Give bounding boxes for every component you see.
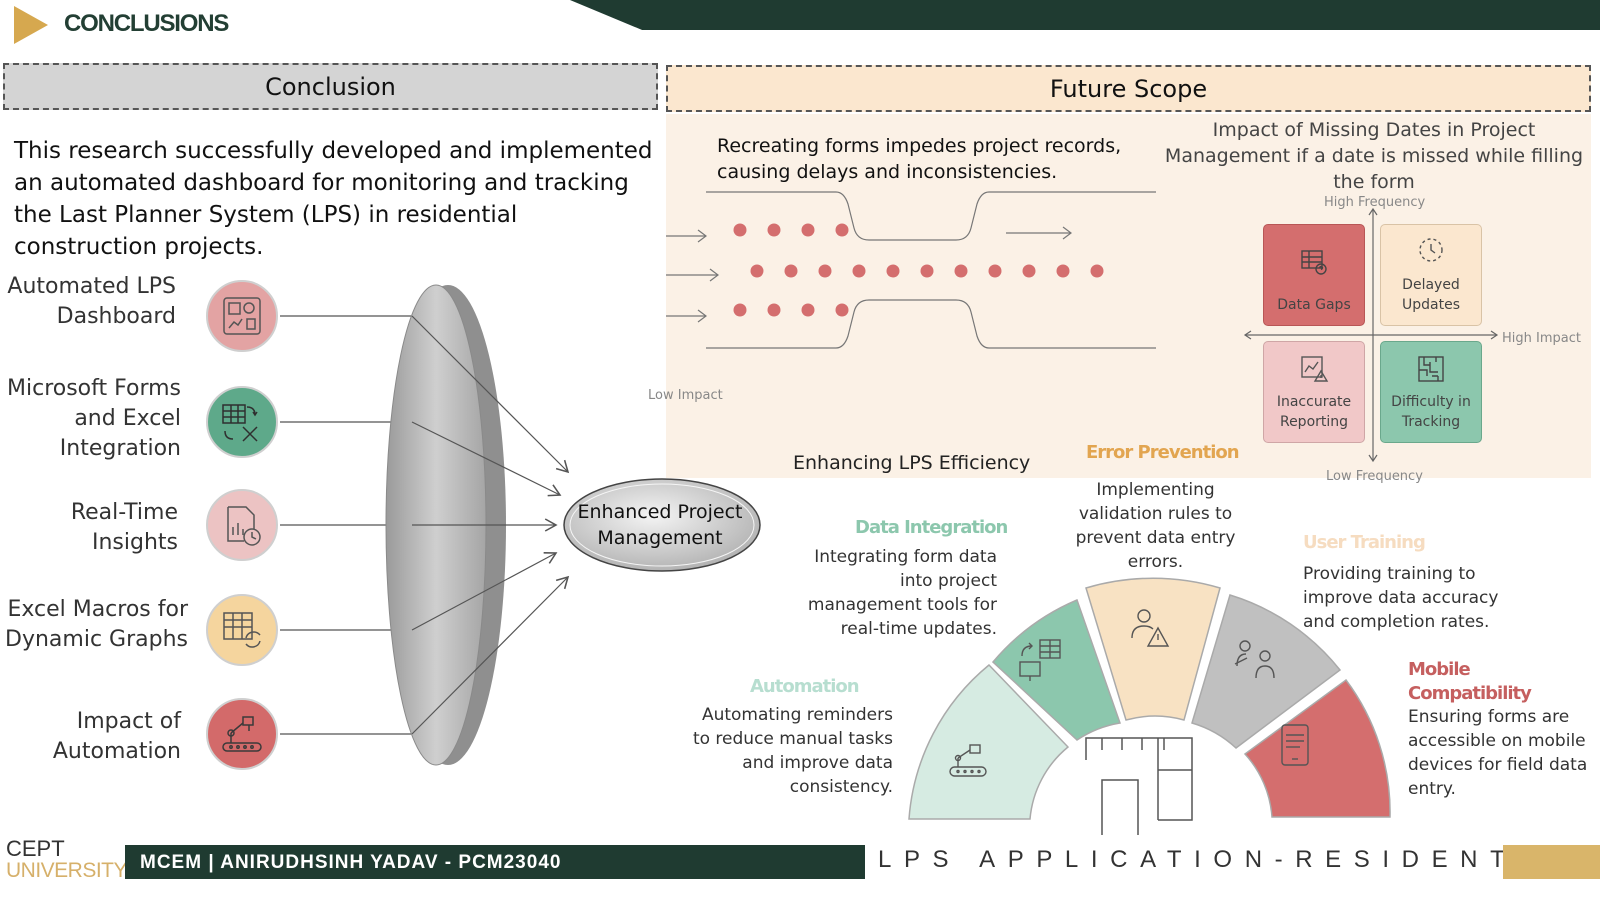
high-impact-label: High Impact xyxy=(1502,331,1581,346)
user-training-text: Providing training to improve data accur… xyxy=(1303,564,1499,632)
footer-gold-block xyxy=(1503,845,1600,879)
mobile-text: Ensuring forms are accessible on mobile … xyxy=(1408,707,1588,799)
forms-excel-icon xyxy=(206,386,278,458)
enhancing-efficiency-title: Enhancing LPS Efficiency xyxy=(793,452,1031,474)
footer-author: MCEM | ANIRUDHSINH YADAV - PCM23040 xyxy=(140,852,562,873)
footer-band xyxy=(125,845,865,879)
slide-title: CONCLUSIONS xyxy=(64,10,229,37)
quadrant-difficulty-tracking: Difficulty in Tracking xyxy=(1380,341,1482,443)
error-prevention-text: Implementing validation rules to prevent… xyxy=(1075,480,1236,572)
quadrant-label: Delayed Updates xyxy=(1402,277,1460,313)
low-impact-label: Low Impact xyxy=(648,388,723,403)
training-icon xyxy=(1234,640,1275,679)
quadrant-label: Difficulty in Tracking xyxy=(1391,394,1471,430)
segment-data-integration xyxy=(991,598,1122,741)
footer-project-title: LPS APPLICATION-RESIDENTIAL xyxy=(878,846,1592,873)
quadrant-delayed-updates: Delayed Updates xyxy=(1380,224,1482,326)
recreate-forms-text: Recreating forms impedes project records… xyxy=(717,135,1122,183)
data-integration-heading: Data Integration xyxy=(855,517,1008,538)
item-label-automation: Impact of Automation xyxy=(52,709,181,764)
automation-text: Automating reminders to reduce manual ta… xyxy=(692,705,893,797)
future-scope-heading: Future Scope xyxy=(666,65,1591,112)
item-label-forms-excel: Microsoft Forms and Excel Integration xyxy=(7,376,181,461)
enhanced-pm-label: Enhanced Project Management xyxy=(577,501,743,549)
data-integration-text: Integrating form data into project manag… xyxy=(807,547,997,639)
segment-mobile xyxy=(1243,678,1391,818)
maze-icon xyxy=(1418,356,1444,382)
robot-arm-icon xyxy=(206,698,278,770)
dots-flow-diagram xyxy=(666,191,1156,349)
low-frequency-label: Low Frequency xyxy=(1326,469,1423,484)
cept-logo: CEPT xyxy=(6,836,65,861)
item-label-real-time: Real-Time Insights xyxy=(70,500,178,555)
report-warning-icon xyxy=(1301,356,1329,382)
conclusion-heading: Conclusion xyxy=(3,63,658,110)
connector-lines xyxy=(280,315,412,735)
top-band xyxy=(570,0,1600,30)
mobile-heading: Mobile Compatibility xyxy=(1408,659,1532,704)
item-label-macros: Excel Macros for Dynamic Graphs xyxy=(5,597,188,652)
efficiency-fan xyxy=(908,577,1391,835)
user-training-heading: User Training xyxy=(1303,532,1426,553)
table-refresh-icon xyxy=(206,594,278,666)
title-arrow-icon xyxy=(14,6,48,44)
enhanced-pm-oval xyxy=(563,478,761,572)
segment-error-prevention xyxy=(1085,577,1221,721)
mobile-icon xyxy=(1281,724,1309,766)
dashboard-icon xyxy=(206,280,278,352)
quadrant-inaccurate-reporting: Inaccurate Reporting xyxy=(1263,341,1365,443)
conclusion-text: This research successfully developed and… xyxy=(14,138,653,260)
dotted-clock-icon xyxy=(1419,238,1443,262)
floor-plan-icon xyxy=(1085,737,1193,835)
matrix-axes xyxy=(1243,207,1499,463)
segment-user-training xyxy=(1191,594,1342,749)
robot-arm-icon xyxy=(949,744,987,777)
error-prevention-heading: Error Prevention xyxy=(1086,442,1240,463)
table-question-icon xyxy=(1301,250,1327,275)
quadrant-label: Inaccurate Reporting xyxy=(1276,394,1352,430)
segment-automation xyxy=(908,663,1070,820)
quadrant-label: Data Gaps xyxy=(1277,297,1351,313)
item-label-dashboard: Automated LPS Dashboard xyxy=(7,274,176,329)
high-frequency-label: High Frequency xyxy=(1324,195,1426,210)
user-warning-icon xyxy=(1131,609,1170,647)
report-clock-icon xyxy=(206,489,278,561)
matrix-title: Impact of Missing Dates in Project Manag… xyxy=(1164,119,1584,193)
automation-heading: Automation xyxy=(750,676,860,697)
monitor-sync-icon xyxy=(1019,639,1061,681)
university-logo: UNIVERSITY xyxy=(6,859,128,882)
quadrant-data-gaps: Data Gaps xyxy=(1263,224,1365,326)
